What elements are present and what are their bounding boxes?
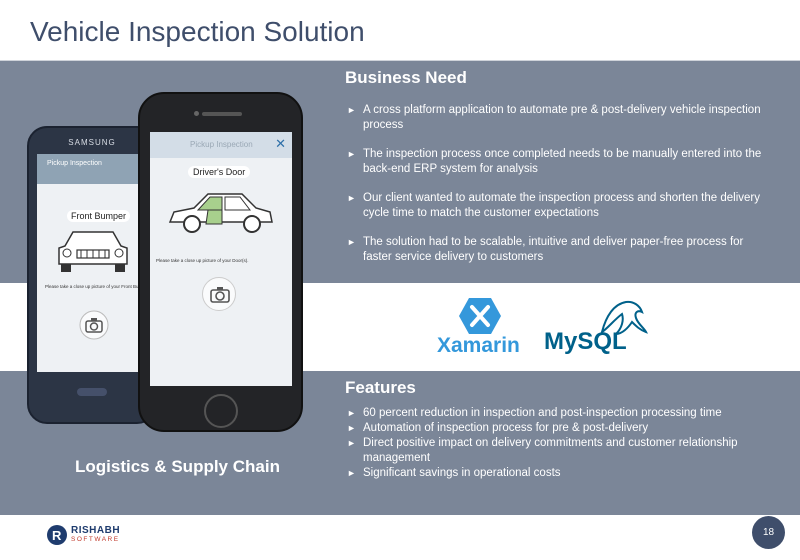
xamarin-wordmark: Xamarin [437,334,520,357]
front-camera [194,111,199,116]
arrow-bullet-icon: ► [347,438,356,448]
business-need-list: ► A cross platform application to automat… [345,103,775,279]
car-side-icon [168,193,273,233]
slide-title: Vehicle Inspection Solution [30,16,365,47]
dolphin-icon [600,300,648,336]
home-button[interactable] [77,388,107,396]
arrow-bullet-icon: ► [347,237,356,247]
list-item: ► Direct positive impact on delivery comm… [345,436,775,466]
arrow-bullet-icon: ► [347,193,356,203]
list-item: ► Significant savings in operational cost… [345,466,775,481]
mysql-wordmark: MySQL [544,328,627,356]
title-divider [0,60,800,61]
arrow-bullet-icon: ► [347,423,356,433]
svg-text:R: R [52,528,62,543]
mysql-wordmark-text: MySQL [544,328,627,355]
page-number: 18 [752,516,785,549]
iphone-screen-header: Pickup Inspection ✕ [150,132,292,158]
list-item: ► A cross platform application to automat… [345,103,775,133]
android-phone-screen: Pickup Inspection Front Bumper Please ta… [37,154,149,372]
list-item: ► Automation of inspection process for pr… [345,421,775,436]
features-list: ► 60 percent reduction in inspection and … [345,406,775,481]
camera-icon [210,287,230,303]
list-item-text: Automation of inspection process for pre… [363,422,649,434]
list-item: ► Our client wanted to automate the inspe… [345,191,775,221]
arrow-bullet-icon: ► [347,105,356,115]
speaker-grille [202,112,242,116]
mysql-logo: MySQL [542,298,654,360]
home-button[interactable] [204,394,238,428]
arrow-bullet-icon: ► [347,149,356,159]
iphone-mockup: Pickup Inspection ✕ Driver's Door Please… [138,92,303,432]
camera-icon[interactable] [79,310,109,340]
phone-brand-label: SAMSUNG [68,138,116,147]
list-item-text: 60 percent reduction in inspection and p… [363,407,722,419]
list-item-text: The solution had to be scalable, intuiti… [363,236,744,263]
list-item: ► The solution had to be scalable, intuit… [345,235,775,265]
photo-instruction: Please take a close up picture of your D… [156,258,249,263]
camera-button[interactable] [202,277,236,311]
arrow-bullet-icon: ► [347,468,356,478]
photo-instruction: Please take a close up picture of your F… [45,284,149,289]
iphone-screen: Pickup Inspection ✕ Driver's Door Please… [150,132,292,386]
company-logo: R RISHABH SOFTWARE [46,524,126,546]
list-item-text: A cross platform application to automate… [363,104,761,131]
screen-header-title: Pickup Inspection [190,140,253,149]
list-item: ► 60 percent reduction in inspection and … [345,406,775,421]
list-item-text: Significant savings in operational costs [363,467,561,479]
xamarin-icon [459,298,501,334]
list-item-text: Direct positive impact on delivery commi… [363,437,738,464]
list-item-text: Our client wanted to automate the inspec… [363,192,760,219]
industry-label: Logistics & Supply Chain [75,457,280,476]
list-item: ► The inspection process once completed n… [345,147,775,177]
android-screen-header: Pickup Inspection [37,154,149,184]
company-tagline: SOFTWARE [71,536,120,543]
company-name: RISHABH [71,525,121,536]
features-heading: Features [345,378,416,397]
inspection-part-label: Driver's Door [188,166,251,178]
inspection-part-label: Front Bumper [67,210,131,222]
close-icon[interactable]: ✕ [275,136,286,151]
business-need-heading: Business Need [345,68,467,87]
car-front-icon [58,231,128,272]
android-phone-mockup: SAMSUNG Pickup Inspection Front Bumper P… [27,126,157,424]
list-item-text: The inspection process once completed ne… [363,148,762,175]
company-logo-icon: R [47,525,67,545]
xamarin-logo: Xamarin [433,296,528,360]
arrow-bullet-icon: ► [347,408,356,418]
